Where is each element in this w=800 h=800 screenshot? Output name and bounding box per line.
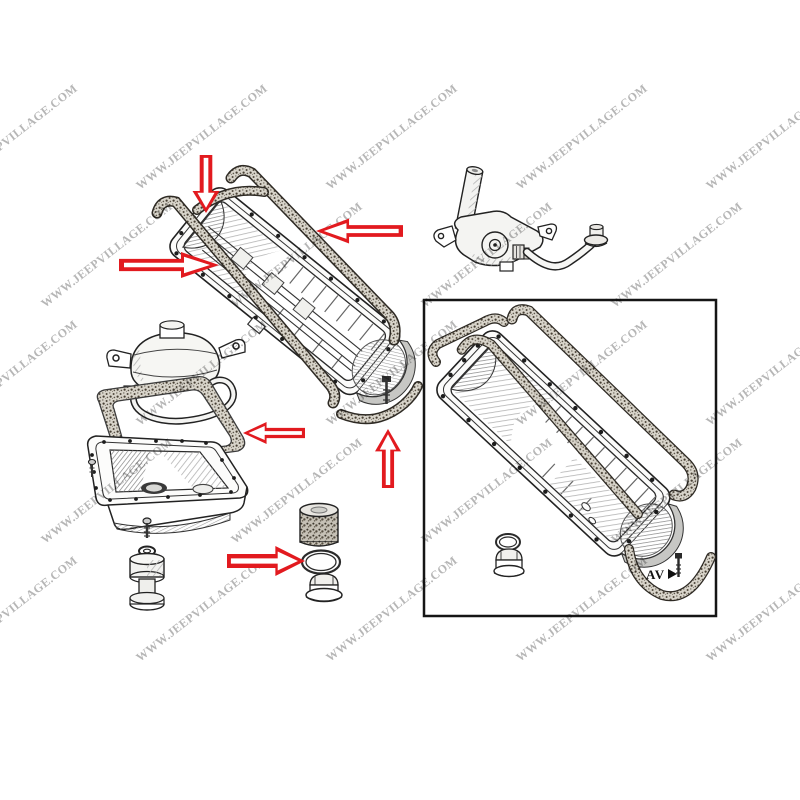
rear-bolt	[382, 376, 391, 404]
inset-box: AV	[422, 298, 718, 618]
oil-filter-cartridge	[299, 502, 339, 547]
watermark-text: WWW.JEEPVILLAGE.COM	[0, 553, 80, 664]
inset-drain-plug	[493, 548, 525, 578]
watermark-text: WWW.JEEPVILLAGE.COM	[513, 81, 650, 192]
watermark-text: WWW.JEEPVILLAGE.COM	[703, 81, 800, 192]
watermark-text: WWW.JEEPVILLAGE.COM	[608, 199, 745, 310]
front-direction-triangle-icon	[668, 569, 677, 579]
exploded-oil-pan-figure	[151, 164, 423, 425]
oil-pan-body	[169, 187, 416, 405]
watermark-text: WWW.JEEPVILLAGE.COM	[703, 553, 800, 664]
arrow-pan-gasket	[243, 422, 305, 444]
pan-screw-left	[87, 458, 97, 477]
cork-gasket-strip-right	[225, 164, 401, 346]
filter-cap-nut	[305, 573, 343, 603]
pump-gear-housing	[481, 231, 509, 259]
shallow-oil-pan	[86, 435, 249, 534]
watermark-text: WWW.JEEPVILLAGE.COM	[38, 199, 175, 310]
watermark-text: WWW.JEEPVILLAGE.COM	[703, 317, 800, 428]
oil-pump-figure	[433, 166, 609, 272]
inset-rear-arc-gasket	[624, 544, 716, 602]
inset-front-bolt	[675, 553, 682, 577]
drain-plug-assembly	[129, 545, 165, 611]
cork-gasket-rear-arc	[336, 381, 423, 425]
watermark-text: WWW.JEEPVILLAGE.COM	[323, 81, 460, 192]
pan-screw-bottom	[142, 517, 152, 538]
cork-gasket-strip-left	[151, 195, 341, 409]
inset-rail-gasket	[456, 334, 643, 520]
arrow-rear-arc-gasket	[375, 429, 401, 488]
watermark-text: WWW.JEEPVILLAGE.COM	[0, 317, 80, 428]
pump-outlet	[499, 261, 514, 272]
watermark-text: WWW.JEEPVILLAGE.COM	[228, 435, 365, 546]
inset-gasket-strip-right	[506, 304, 699, 502]
inset-oil-pan	[436, 330, 684, 568]
watermark-text: WWW.JEEPVILLAGE.COM	[0, 81, 80, 192]
pump-ear-left	[433, 225, 457, 248]
inset-gasket-strip-left	[427, 313, 509, 367]
front-direction-label: AV	[646, 567, 665, 582]
filter-o-ring	[300, 549, 342, 575]
oil-pickup-tube	[512, 223, 609, 271]
